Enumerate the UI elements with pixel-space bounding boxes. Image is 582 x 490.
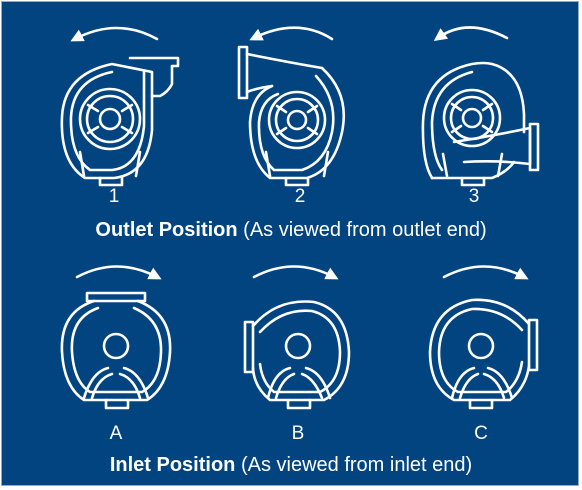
- rotation-arrow-icon: [433, 26, 509, 42]
- rotation-arrow-icon: [252, 265, 339, 280]
- fan-housing: [421, 61, 526, 180]
- outlet-caption-rest: (As viewed from outlet end): [237, 219, 487, 241]
- rotation-arrow-icon: [70, 26, 159, 42]
- fan-housing: [251, 300, 351, 402]
- fan-housing: [248, 66, 346, 180]
- outlet-flange: [237, 45, 249, 100]
- fan-inlet-eye: [102, 332, 130, 360]
- rotation-arrow-icon: [249, 26, 334, 41]
- fan-housing: [60, 62, 154, 180]
- outlet-position-caption: Outlet Position (As viewed from outlet e…: [2, 219, 580, 242]
- fan-inlet-a: [60, 265, 172, 410]
- outlet-flange: [528, 122, 540, 172]
- inlet-flange: [85, 291, 147, 303]
- outlet-duct: [128, 56, 180, 98]
- fan-wheel: [78, 87, 142, 151]
- fan-inlet-eye: [284, 332, 312, 360]
- fan-base: [460, 176, 486, 187]
- fan-base: [286, 398, 312, 410]
- fan-wheel: [267, 90, 327, 150]
- fan-housing: [428, 298, 531, 402]
- fan-outlet-3: [421, 26, 540, 187]
- fan-housing: [60, 299, 172, 402]
- inlet-flange: [527, 318, 539, 372]
- inlet-label-c: C: [474, 423, 488, 444]
- fan-base: [104, 398, 130, 410]
- fan-inlet-eye: [467, 332, 495, 360]
- inlet-label-b: B: [291, 423, 305, 444]
- fan-outlet-1: [60, 26, 180, 187]
- fan-base: [98, 176, 124, 187]
- inlet-position-caption: Inlet Position (As viewed from inlet end…: [2, 454, 580, 477]
- inlet-label-a: A: [109, 423, 123, 444]
- inlet-caption-rest: (As viewed from inlet end): [235, 454, 473, 476]
- fan-base: [284, 176, 310, 187]
- outlet-duct: [245, 52, 324, 94]
- fan-outlet-2: [237, 26, 346, 187]
- rotation-arrow-icon: [75, 265, 162, 280]
- fan-base: [468, 398, 494, 410]
- outlet-label-1: 1: [108, 186, 120, 207]
- outlet-label-3: 3: [468, 186, 480, 207]
- inlet-caption-bold: Inlet Position: [109, 454, 236, 476]
- outlet-label-2: 2: [294, 186, 306, 207]
- fan-inlet-c: [428, 265, 539, 410]
- inlet-flange: [243, 320, 255, 374]
- fan-wheel: [442, 88, 502, 148]
- fan-inlet-b: [243, 265, 351, 410]
- rotation-arrow-icon: [442, 265, 529, 280]
- outlet-caption-bold: Outlet Position: [95, 219, 238, 241]
